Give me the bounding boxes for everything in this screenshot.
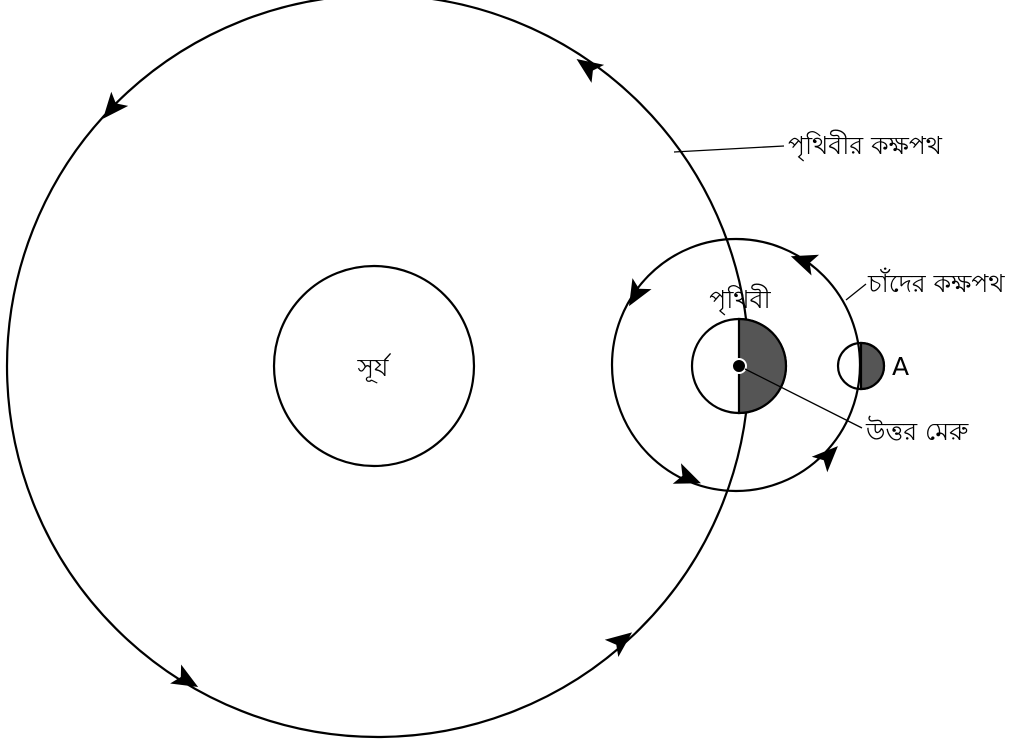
moon-orbit-arrow-icon <box>673 463 705 493</box>
earth-orbit-arrow-icon <box>605 624 639 657</box>
north-pole-dot <box>732 359 746 373</box>
moon-point-label: A <box>892 352 909 381</box>
earth-orbit-leader <box>674 146 784 152</box>
moon-orbit-label: চাঁদের কক্ষপথ <box>867 268 1005 298</box>
moon-orbit-arrow-icon <box>619 278 651 312</box>
moon-orbit-arrow-icon <box>787 246 819 276</box>
earth-orbit-label: পৃথিবীর কক্ষপথ <box>788 130 943 161</box>
moon-orbit-arrow-icon <box>812 438 846 472</box>
sun-label: সূর্য <box>357 353 392 383</box>
moon-orbit-leader <box>846 284 866 300</box>
north-pole-label: উত্তর মেরু <box>865 416 969 446</box>
earth-orbit-arrow-icon <box>570 50 604 83</box>
earth-label: পৃথিবী <box>709 284 771 315</box>
moon-dark-side <box>861 343 884 389</box>
